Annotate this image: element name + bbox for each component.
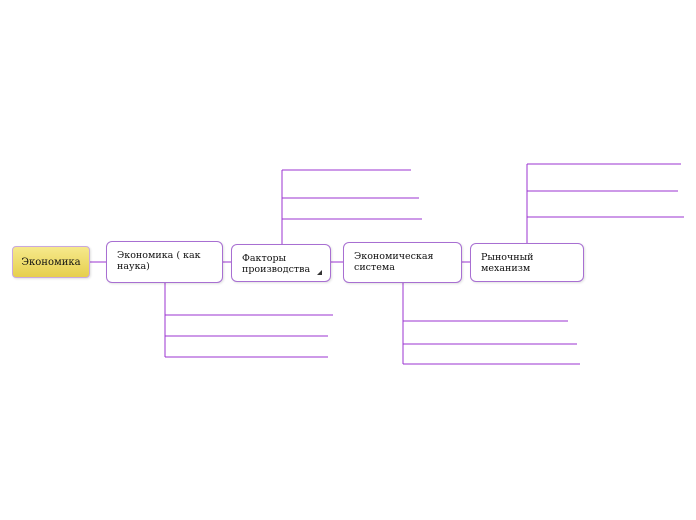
topic-label: Экономика ( как наука): [117, 250, 201, 272]
topic-node-economics-science[interactable]: Экономика ( как наука): [106, 241, 223, 283]
topic-label: Экономическая система: [354, 251, 434, 273]
topic-node-economic-system[interactable]: Экономическая система: [343, 242, 462, 283]
topic-label: Факторы производства: [242, 253, 311, 275]
central-topic-label: Экономика: [21, 256, 81, 268]
topic-label: Рыночный механизм: [481, 252, 534, 274]
central-topic-node[interactable]: Экономика: [12, 246, 90, 278]
topic-node-market-mechanism[interactable]: Рыночный механизм: [470, 243, 584, 282]
collapse-triangle-icon[interactable]: [317, 270, 322, 275]
topic-node-production-factors[interactable]: Факторы производства: [231, 244, 331, 282]
